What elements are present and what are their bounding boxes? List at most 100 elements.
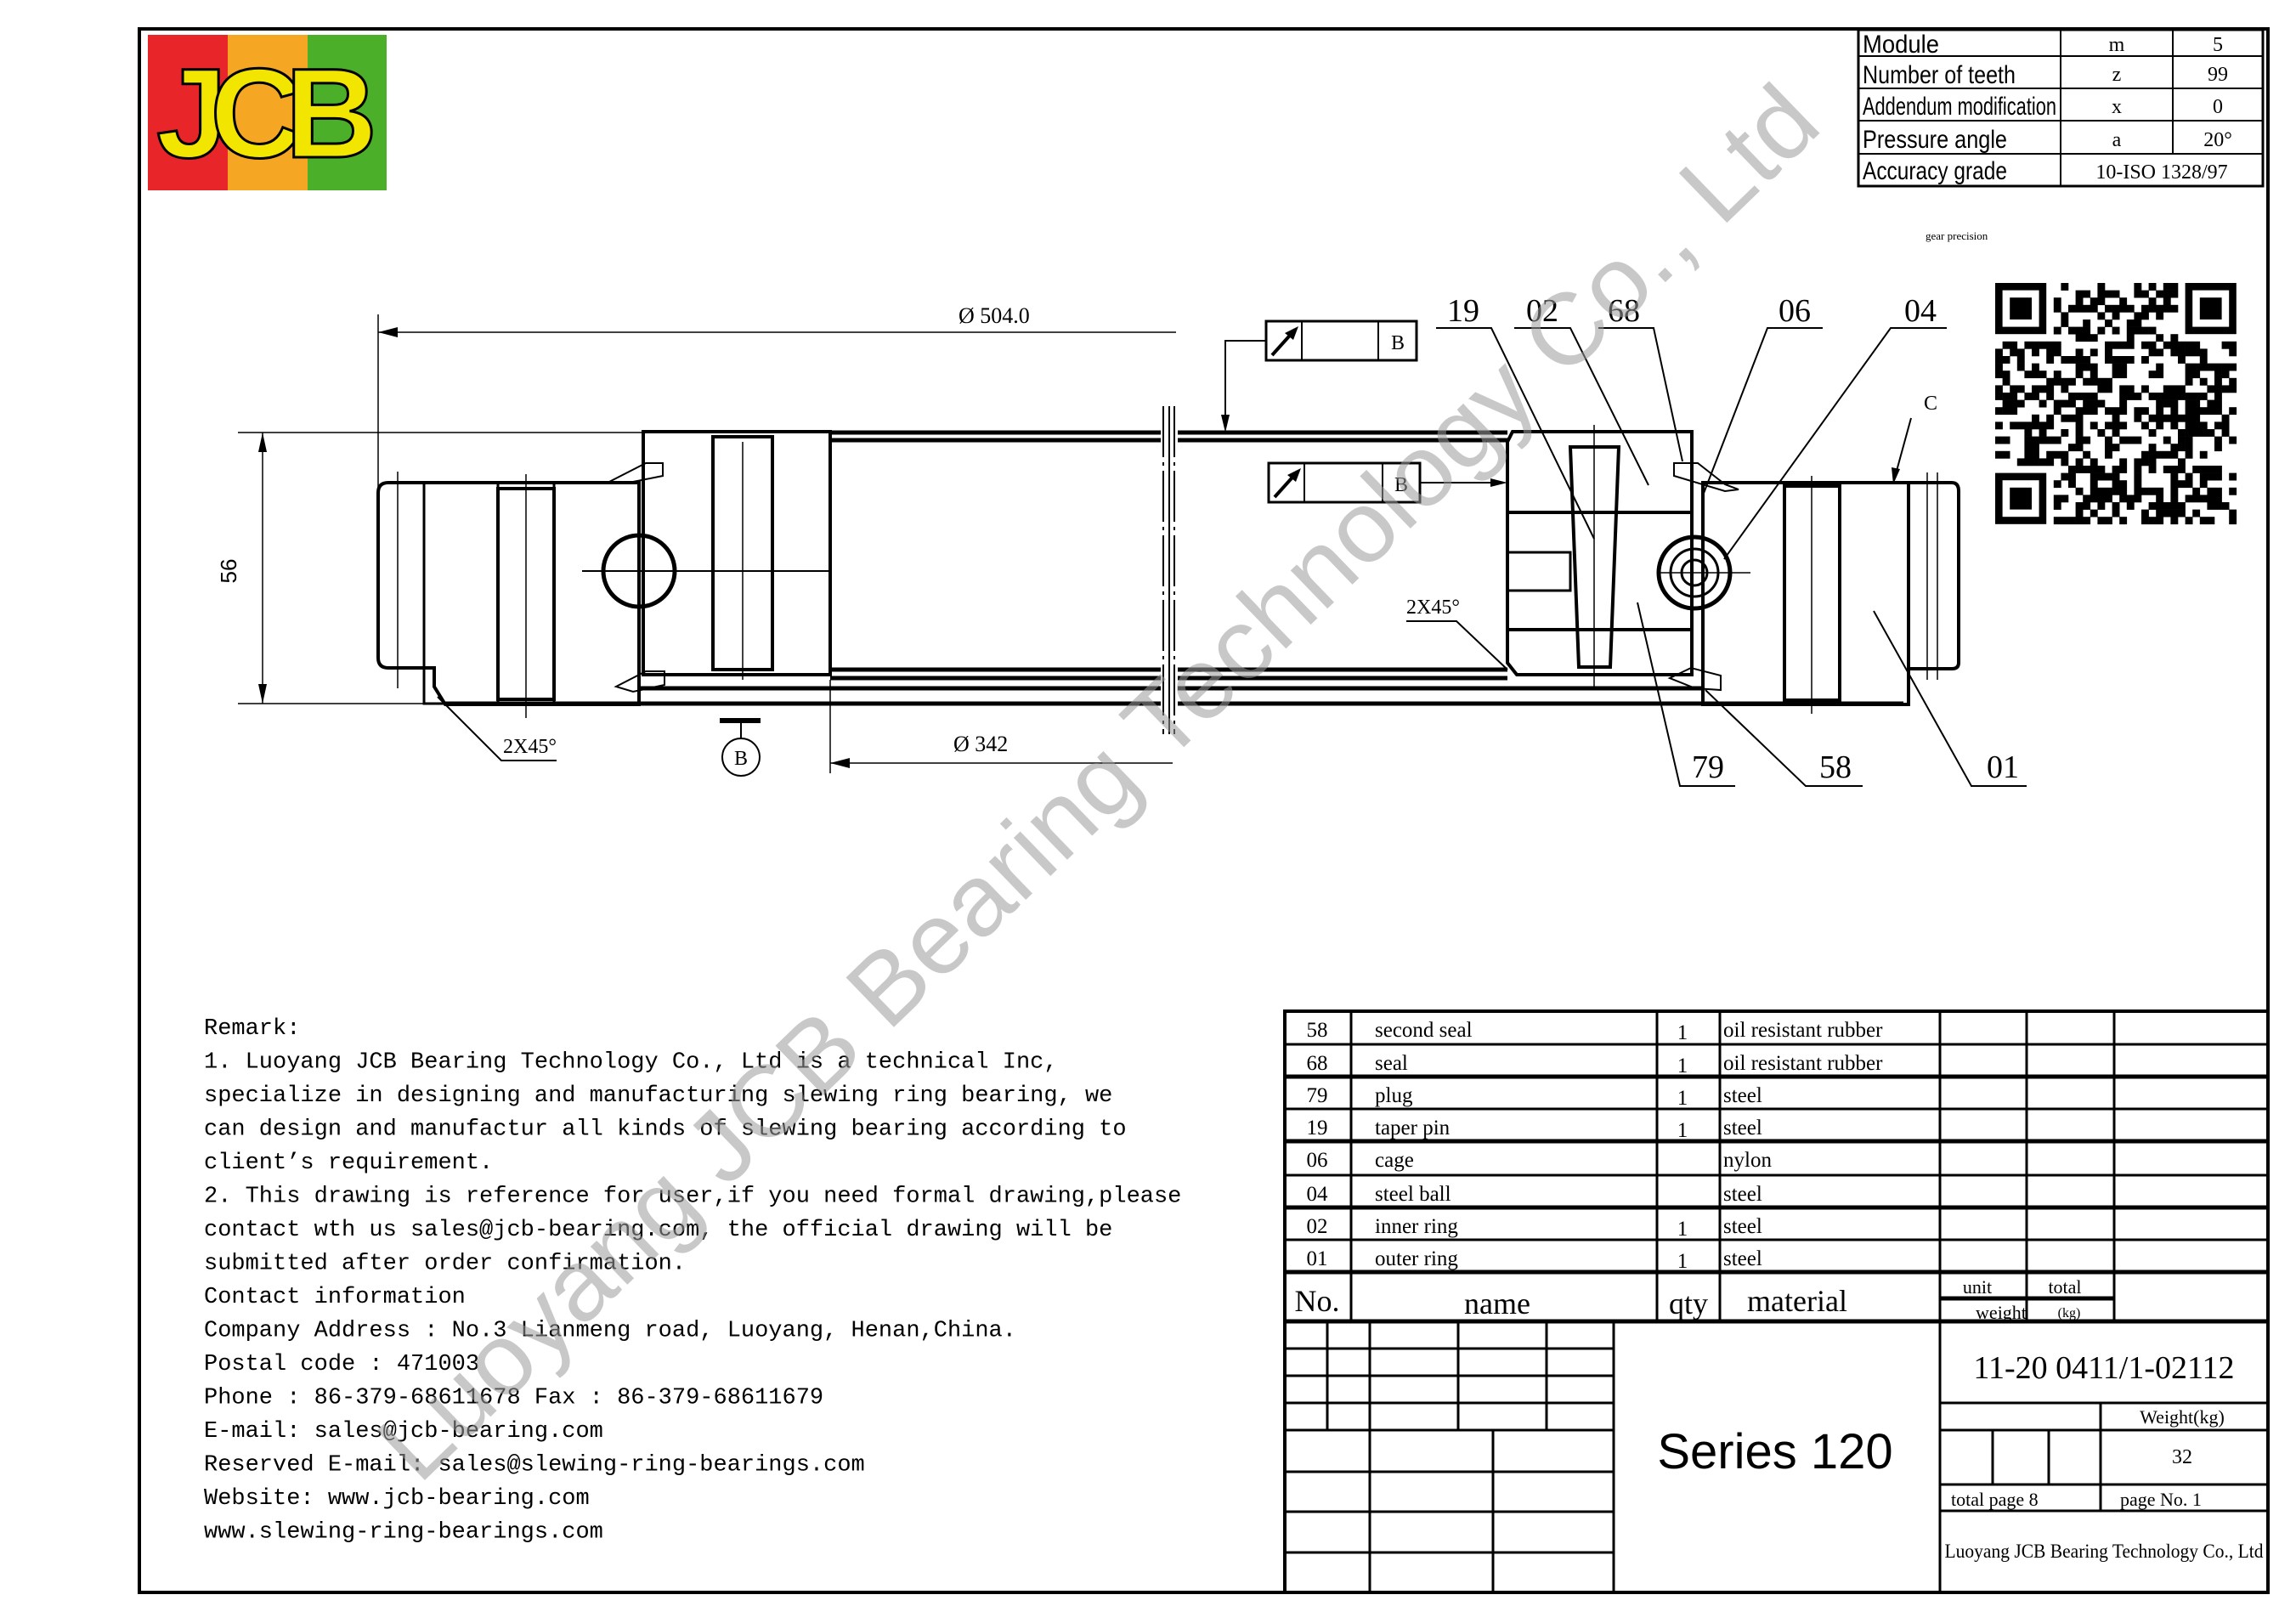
part-no: 06 (1307, 1149, 1328, 1172)
header-material: material (1747, 1284, 1847, 1318)
total-page: total page 8 (1951, 1489, 2039, 1510)
parts-table-row: 04 steel ball steel (1307, 1183, 1762, 1206)
remarks-block: Remark: 1. Luoyang JCB Bearing Technology… (204, 1016, 1181, 1546)
part-material: steel (1723, 1084, 1762, 1107)
part-material: steel (1723, 1247, 1762, 1270)
jcb-logo: JCB (148, 35, 387, 190)
param-label: Number of teeth (1863, 61, 2016, 89)
part-name: cage (1375, 1149, 1414, 1172)
param-symbol: m (2109, 34, 2125, 56)
remark-line: 2. This drawing is reference for user,if… (204, 1185, 1181, 1210)
part-qty: 1 (1677, 1021, 1688, 1044)
tolerance-frame: B (1221, 320, 1418, 433)
param-label: Pressure angle (1863, 126, 2007, 154)
part-no: 79 (1307, 1084, 1328, 1107)
part-qty: 1 (1677, 1250, 1688, 1273)
parts-table-row: 79 plug 1 steel (1307, 1084, 1762, 1110)
part-no: 58 (1307, 1019, 1328, 1042)
callout-19: 19 (1447, 293, 1479, 329)
title-block: Series 120 11-20 0411/1-02112 Weight(kg)… (1285, 1319, 2268, 1592)
callout-68: 68 (1608, 293, 1640, 329)
sheet-border (138, 27, 2270, 1594)
param-symbol: x (2112, 96, 2122, 118)
company-name: Luoyang JCB Bearing Technology Co., Ltd (1945, 1541, 2264, 1562)
part-material: nylon (1723, 1149, 1772, 1172)
svg-text:B: B (1394, 474, 1408, 496)
callout-58: 58 (1819, 749, 1852, 785)
callout-02: 02 (1526, 293, 1558, 329)
param-value: 5 (2213, 34, 2223, 56)
remark-line: 1. Luoyang JCB Bearing Technology Co., L… (204, 1050, 1058, 1076)
dim-outer-diameter: Ø 504.0 (959, 303, 1030, 328)
bearing-section-drawing: Ø 504.0 56 (216, 293, 2027, 787)
chamfer-right-label: 2X45° (1406, 597, 1460, 619)
datum-label: B (734, 748, 748, 770)
part-no: 02 (1307, 1215, 1328, 1238)
series-title: Series 120 (1657, 1424, 1892, 1479)
gear-parameter-table: Module Number of teeth Addendum modifica… (1857, 28, 2265, 242)
part-no: 01 (1307, 1247, 1328, 1270)
header-no: No. (1295, 1284, 1340, 1318)
drawing-number: 11-20 0411/1-02112 (1973, 1350, 2234, 1386)
remark-line: can design and manufactur all kinds of s… (204, 1117, 1127, 1143)
remark-line: Phone : 86-379-68611678 Fax : 86-379-686… (204, 1386, 823, 1411)
part-name: outer ring (1375, 1247, 1458, 1270)
part-material: steel (1723, 1215, 1762, 1238)
part-name: plug (1375, 1084, 1413, 1107)
remark-line: www.slewing-ring-bearings.com (204, 1520, 603, 1546)
parts-table-row: 01 outer ring 1 steel (1307, 1247, 1762, 1273)
weight-label: Weight(kg) (2140, 1406, 2225, 1428)
header-unit: unit (1963, 1276, 1992, 1298)
part-no: 19 (1307, 1117, 1328, 1139)
svg-text:JCB: JCB (156, 42, 377, 184)
gear-precision-note: gear precision (1926, 229, 1988, 242)
remark-line: contact wth us sales@jcb-bearing.com, th… (204, 1218, 1112, 1243)
header-qty: qty (1669, 1287, 1708, 1320)
part-no: 68 (1307, 1052, 1328, 1075)
part-no: 04 (1307, 1183, 1329, 1206)
param-value: 10-ISO 1328/97 (2095, 161, 2227, 184)
remark-line: Company Address : No.3 Lianmeng road, Lu… (204, 1319, 1016, 1344)
qr-code[interactable] (1995, 283, 2237, 525)
param-label: Accuracy grade (1863, 157, 2007, 185)
parts-table-row: 68 seal 1 oil resistant rubber (1307, 1052, 1884, 1077)
param-value: 0 (2213, 96, 2223, 118)
param-value: 20° (2203, 129, 2232, 151)
remark-line: Website: www.jcb-bearing.com (204, 1486, 590, 1512)
weight-value: 32 (2172, 1446, 2192, 1468)
header-name: name (1464, 1287, 1530, 1320)
remark-line: client’s requirement. (204, 1151, 493, 1176)
dim-height: 56 (216, 559, 241, 584)
svg-text:B: B (1391, 332, 1405, 354)
param-symbol: z (2112, 64, 2122, 86)
surface-ref-label: C (1924, 393, 1937, 415)
part-material: oil resistant rubber (1723, 1052, 1883, 1075)
parts-table-row: 06 cage nylon (1307, 1149, 1773, 1172)
remark-line: Contact information (204, 1285, 466, 1310)
page-number: page No. 1 (2120, 1489, 2202, 1510)
callout-01: 01 (1987, 749, 2019, 785)
callout-79: 79 (1692, 749, 1724, 785)
remark-line: Remark: (204, 1016, 300, 1042)
param-symbol: a (2112, 129, 2122, 151)
part-name: steel ball (1375, 1183, 1451, 1206)
remark-line: submitted after order confirmation. (204, 1252, 686, 1277)
part-name: inner ring (1375, 1215, 1458, 1238)
remark-line: E-mail: sales@jcb-bearing.com (204, 1419, 603, 1445)
part-qty: 1 (1677, 1055, 1688, 1077)
chamfer-left-label: 2X45° (503, 736, 557, 758)
callout-04: 04 (1904, 293, 1937, 329)
dim-inner-diameter: Ø 342 (953, 732, 1008, 756)
part-name: seal (1375, 1052, 1408, 1075)
param-label: Module (1863, 31, 1939, 59)
part-material: steel (1723, 1117, 1762, 1139)
watermark: Luoyang JCB Bearing Technology Co., Ltd (356, 64, 1840, 1502)
part-qty: 1 (1677, 1087, 1688, 1110)
part-material: steel (1723, 1183, 1762, 1206)
remark-line: specialize in designing and manufacturin… (204, 1083, 1112, 1109)
